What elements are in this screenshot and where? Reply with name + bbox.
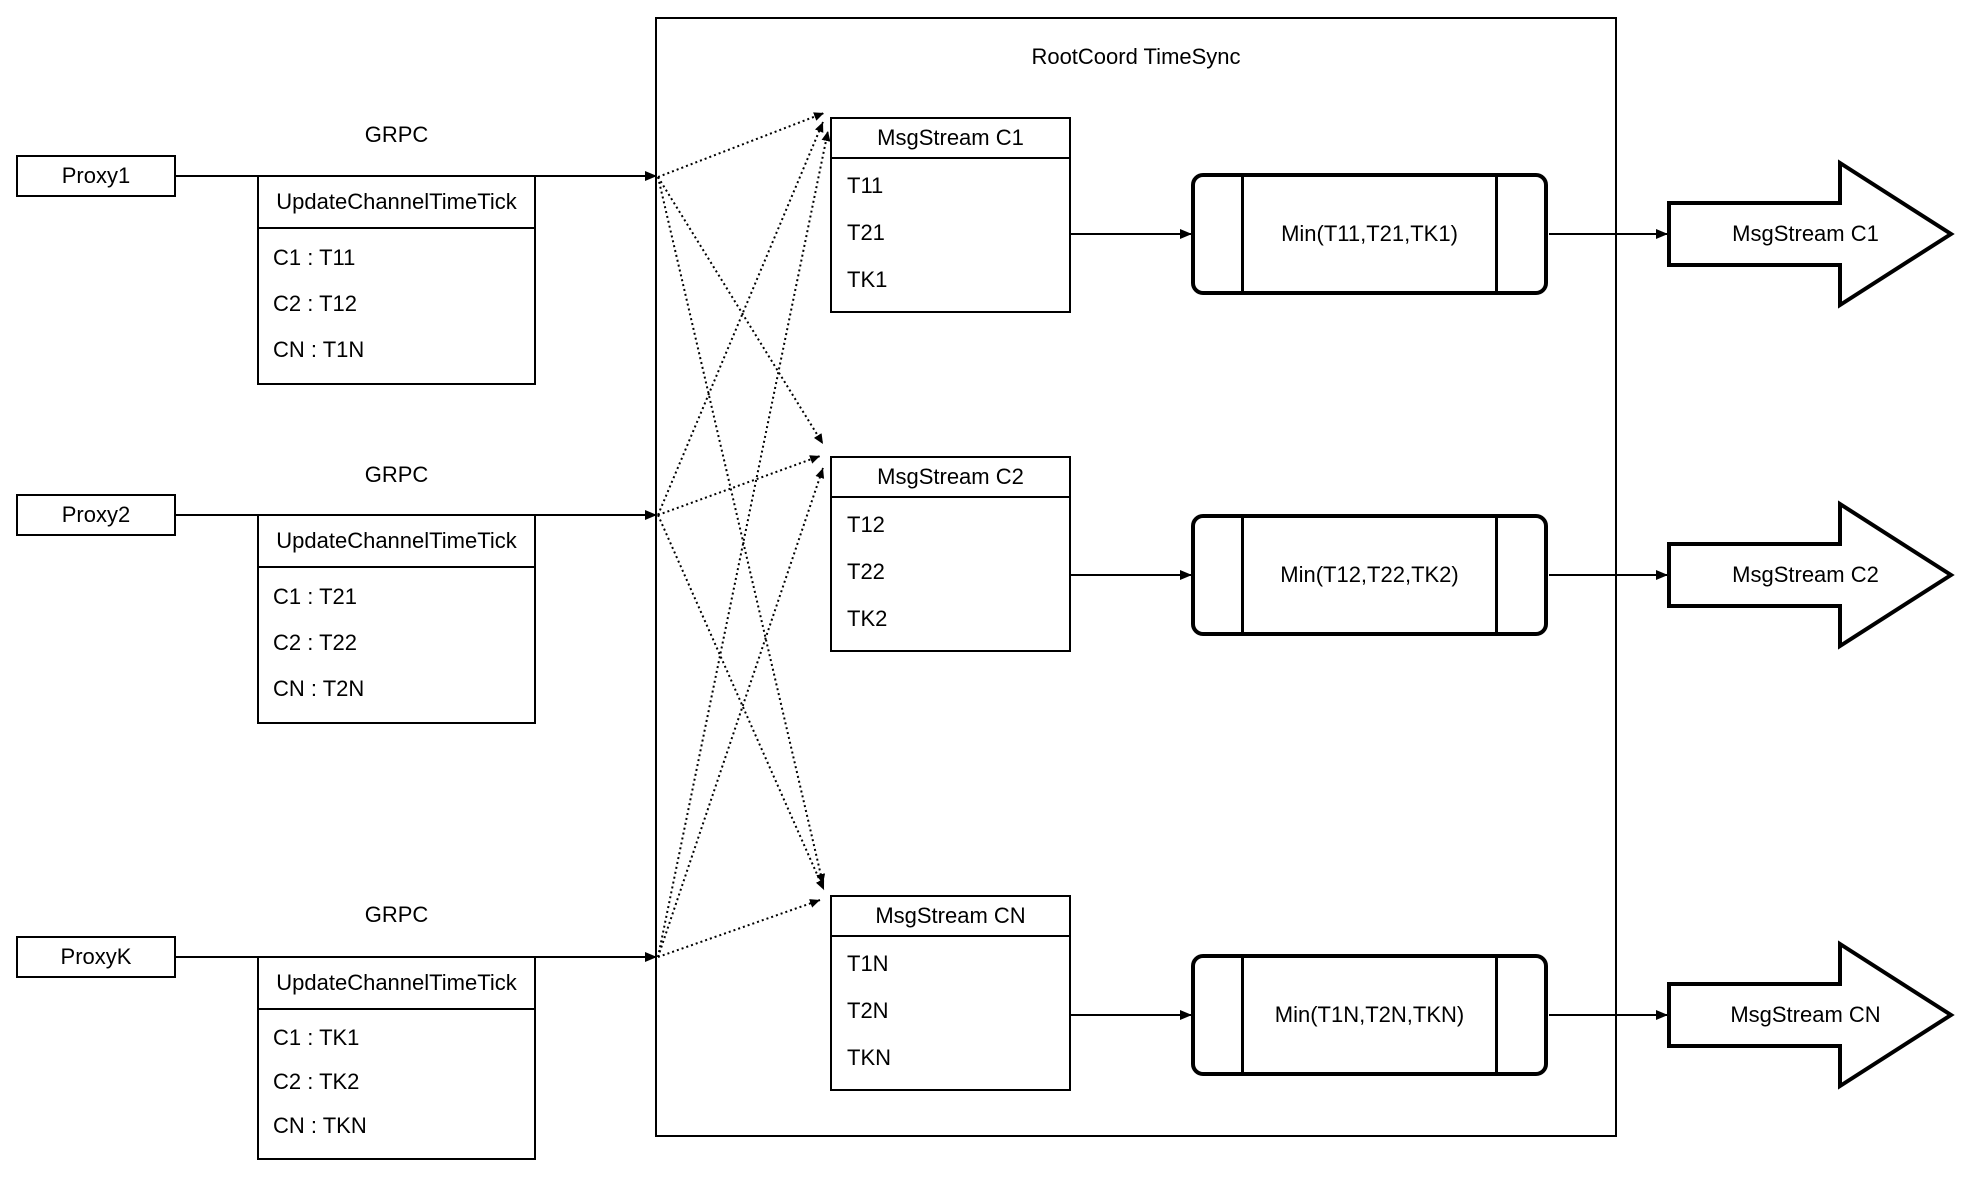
proxy1-box: Proxy1 [16,155,176,197]
proxy2-label: Proxy2 [61,502,131,527]
timestamp-row: TKN [847,1044,891,1070]
min-box-divider [1495,177,1498,291]
proxy2-box: Proxy2 [16,494,176,536]
rootcoord-timesync-container [655,17,1617,1137]
timetick-row: C1 : T21 [273,584,357,609]
timetick-row: C2 : T22 [273,630,357,655]
min-operator-label: Min(T12,T22,TK2) [1280,562,1459,587]
msgstream-table-header: MsgStream C1 [832,119,1069,159]
min-operator-c1: Min(T11,T21,TK1) [1191,173,1548,295]
output-block-arrow-c2 [1667,500,1955,650]
tick-link-proxy1-c1 [657,112,825,178]
min-box-divider [1495,958,1498,1072]
output-block-arrow-cn [1667,940,1955,1090]
timetick-table-body: C1 : TK1 C2 : TK2 CN : TKN [259,1010,534,1158]
tick-link-proxy2-c2 [657,455,821,516]
msgstream-table-c2: MsgStream C2 T12 T22 TK2 [830,456,1071,652]
min-operator-label: Min(T11,T21,TK1) [1281,221,1458,246]
timetick-row: CN : T2N [273,676,365,701]
timestamp-row: T12 [847,512,885,538]
timetick-table-proxyk: UpdateChannelTimeTick C1 : TK1 C2 : TK2 … [257,956,536,1160]
msgstream-table-body: T11 T21 TK1 [832,159,1069,311]
msgstream-table-c1: MsgStream C1 T11 T21 TK1 [830,117,1071,313]
timetick-table-proxy2: UpdateChannelTimeTick C1 : T21 C2 : T22 … [257,514,536,724]
min-box-divider [1241,518,1244,632]
proxy1-label: Proxy1 [61,163,131,188]
output-arrow-label-c2: MsgStream C2 [1732,562,1879,587]
msgstream-table-body: T1N T2N TKN [832,937,1069,1089]
timestamp-row: T2N [847,997,889,1023]
tick-link-proxyk-c1 [657,130,831,958]
output-block-arrow-c1 [1667,159,1955,309]
output-arrow-label-cn: MsgStream CN [1730,1002,1881,1027]
timestamp-row: TK1 [847,266,888,292]
tick-link-proxy2-c1 [657,121,824,516]
timetick-row: CN : TKN [273,1113,367,1138]
msgstream-table-header: MsgStream C2 [832,458,1069,498]
timetick-table-body: C1 : T21 C2 : T22 CN : T2N [259,568,534,722]
timestamp-row: T22 [847,558,885,584]
timetick-table-header: UpdateChannelTimeTick [259,958,534,1010]
timetick-row: CN : T1N [273,337,365,362]
tick-link-proxy2-cn [657,514,825,891]
msgstream-table-body: T12 T22 TK2 [832,498,1069,650]
tick-link-proxyk-c2 [657,467,825,958]
grpc-label-proxy1: GRPC [364,122,429,147]
timetick-row: C2 : TK2 [273,1069,360,1094]
proxyk-box: ProxyK [16,936,176,978]
timetick-row: C1 : T11 [273,245,356,270]
timetick-row: C2 : T12 [273,291,357,316]
min-box-divider [1241,958,1244,1072]
timetick-table-proxy1: UpdateChannelTimeTick C1 : T11 C2 : T12 … [257,175,536,385]
min-operator-c2: Min(T12,T22,TK2) [1191,514,1548,636]
timestamp-row: T11 [847,173,884,199]
output-arrow-label-c1: MsgStream C1 [1732,221,1879,246]
grpc-label-proxy2: GRPC [364,462,429,487]
timetick-table-body: C1 : T11 C2 : T12 CN : T1N [259,229,534,383]
msgstream-table-header: MsgStream CN [832,897,1069,937]
min-box-divider [1241,177,1244,291]
timetick-table-header: UpdateChannelTimeTick [259,516,534,568]
tick-link-proxyk-cn [657,899,821,958]
proxyk-label: ProxyK [60,944,132,969]
tick-link-proxy1-cn [657,176,826,885]
min-box-divider [1495,518,1498,632]
tick-link-proxy1-c2 [657,176,824,445]
timetick-table-header: UpdateChannelTimeTick [259,177,534,229]
timestamp-row: T1N [847,951,889,977]
timestamp-row: TK2 [847,605,888,631]
msgstream-table-cn: MsgStream CN T1N T2N TKN [830,895,1071,1091]
min-operator-cn: Min(T1N,T2N,TKN) [1191,954,1548,1076]
timetick-row: C1 : TK1 [273,1025,360,1050]
rootcoord-timesync-title: RootCoord TimeSync [1031,44,1241,69]
min-operator-label: Min(T1N,T2N,TKN) [1274,1002,1465,1027]
grpc-label-proxyk: GRPC [364,902,429,927]
timestamp-row: T21 [847,219,885,245]
